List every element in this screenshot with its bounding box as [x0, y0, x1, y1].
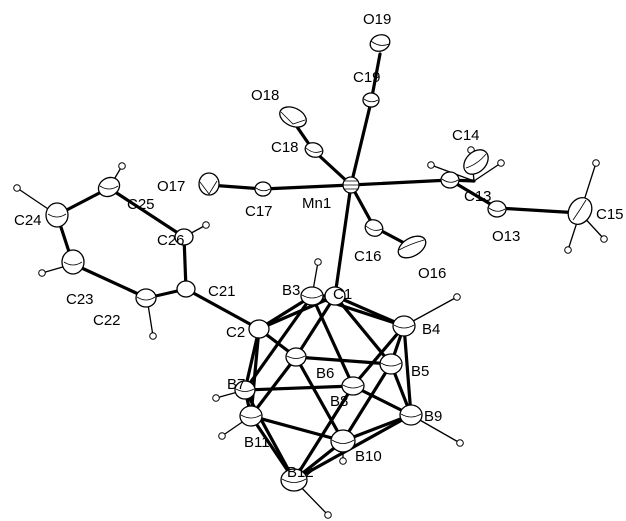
atom-b10	[330, 429, 356, 453]
label-c13: C13	[464, 188, 492, 205]
label-b5: B5	[411, 363, 429, 380]
label-b12: B12	[287, 464, 314, 481]
heavy-atom-bonds	[55, 52, 582, 482]
atom-c25	[97, 176, 121, 198]
heavy-atoms	[45, 34, 593, 492]
label-c18: C18	[271, 139, 299, 156]
atom-b11	[239, 405, 263, 427]
atom-c21	[176, 280, 196, 298]
label-c23: C23	[66, 291, 94, 308]
atom-b9	[399, 404, 423, 426]
atom-o17	[198, 172, 220, 196]
label-b8: B8	[330, 393, 348, 410]
atom-c22	[135, 288, 157, 308]
label-b6: B6	[316, 365, 334, 382]
label-c2: C2	[226, 324, 245, 341]
atom-c19	[362, 92, 380, 108]
label-o19: O19	[363, 11, 391, 28]
label-c24: C24	[14, 212, 42, 229]
atom-c2	[248, 319, 270, 339]
label-o17: O17	[157, 178, 185, 195]
atom-c18	[304, 142, 324, 158]
label-c14: C14	[452, 127, 480, 144]
atom-c23	[61, 249, 85, 275]
atom-b4	[392, 315, 416, 337]
atom-o18	[279, 106, 307, 128]
atom-c1	[324, 286, 346, 306]
label-b10: B10	[355, 448, 382, 465]
atom-b5	[379, 353, 403, 375]
label-c1: C1	[333, 286, 352, 303]
atom-c14	[463, 149, 489, 175]
label-o16: O16	[418, 265, 446, 282]
atom-b6	[285, 347, 307, 367]
label-b7: B7	[227, 376, 245, 393]
label-c25: C25	[127, 196, 155, 213]
atom-b7	[234, 380, 256, 400]
atom-b3	[300, 286, 324, 306]
atom-c13	[440, 171, 460, 189]
atom-c17	[254, 181, 272, 197]
label-o13: O13	[492, 228, 520, 245]
label-mn1: Mn1	[302, 195, 331, 212]
atom-c24	[45, 202, 69, 228]
atom-c15	[567, 197, 593, 225]
label-c15: C15	[596, 206, 624, 223]
label-c19: C19	[353, 69, 381, 86]
label-c17: C17	[245, 203, 273, 220]
label-b3: B3	[282, 282, 300, 299]
label-b4: B4	[422, 321, 440, 338]
hydrogen-atoms	[13, 146, 608, 519]
atom-o13	[487, 200, 507, 218]
label-b11: B11	[244, 434, 270, 451]
label-c22: C22	[93, 312, 121, 329]
label-o18: O18	[251, 87, 279, 104]
atom-b8	[341, 376, 365, 396]
atom-labels: O19 C19 O18 C18 C14 O17 C17 Mn1 C13 O13 …	[14, 11, 624, 481]
label-c21: C21	[208, 283, 236, 300]
label-c16: C16	[354, 248, 382, 265]
atom-b12	[280, 468, 308, 492]
atom-c26	[174, 228, 194, 246]
atom-o19	[369, 34, 391, 52]
label-b9: B9	[424, 408, 442, 425]
atom-c16	[364, 219, 384, 237]
label-c26: C26	[157, 232, 185, 249]
atom-o16	[397, 235, 427, 259]
